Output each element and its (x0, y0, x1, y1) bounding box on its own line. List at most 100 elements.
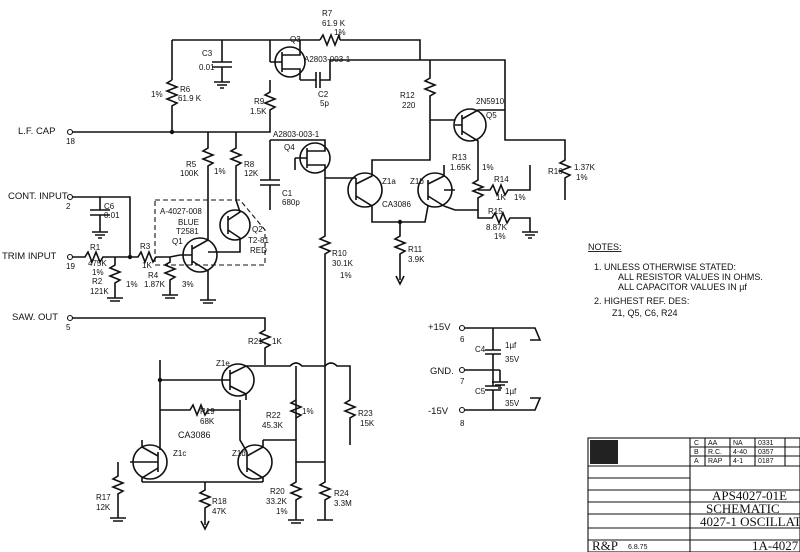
z1a-z1b-pair: Z1a Z1b CA3086 (325, 120, 455, 223)
r14-value: 1K (496, 193, 506, 202)
r16-label: R16 (548, 167, 563, 176)
c1-capacitor: C1 680p (260, 140, 300, 210)
saw-out: SAW. OUT 5 R21 1K (12, 312, 282, 365)
r5-label: R5 (186, 160, 197, 169)
r10-label: R10 (332, 249, 347, 258)
r16-tolerance: 1% (576, 173, 588, 182)
r7-label: R7 (322, 9, 333, 18)
r1-value: 475K (88, 259, 107, 268)
q5-transistor: 2N5910 Q5 (453, 97, 505, 152)
rev-b-c: 0357 (758, 449, 774, 456)
rev-a-letter: A (694, 458, 699, 465)
r6-value: 61.9 K (178, 94, 202, 103)
r8-value: 12K (244, 169, 259, 178)
q4-transistor: A2803-003-1 Q4 (270, 130, 331, 178)
r15-label: R15 (488, 207, 503, 216)
r17-value: 12K (96, 503, 111, 512)
q2-label: Q2 (252, 225, 263, 234)
z1e-label: Z1e (216, 359, 230, 368)
r8-label: R8 (244, 160, 255, 169)
r5-r8-resistors: R5 100K 1% R8 12K (180, 132, 259, 200)
lf-cap-pin: 18 (66, 137, 75, 146)
minus15-label: -15V (428, 406, 449, 417)
r21-value: 1K (272, 337, 282, 346)
q1-q2-matched-pair: A-4027-008 BLUE T2581 Q1 Q2 T2-81 RED (154, 195, 269, 304)
rev-c-letter: C (694, 440, 699, 447)
r14-tolerance: 1% (514, 193, 526, 202)
r23-label: R23 (358, 409, 373, 418)
note-1c: ALL CAPACITOR VALUES IN µf (618, 282, 747, 292)
ca3086-top-label: CA3086 (382, 200, 411, 209)
trim-input: TRIM INPUT 19 R1 475K 1% R3 1K R4 1.87K … (2, 242, 194, 302)
r15-value: 8.87K (486, 223, 508, 232)
footer-left: R&P (592, 538, 618, 552)
c3-capacitor: C3 0.01 (199, 40, 232, 89)
t281-label: T2-81 (248, 236, 269, 245)
saw-out-pin: 5 (66, 323, 71, 332)
rev-a-c: 0187 (758, 458, 774, 465)
z1d-label: Z1d (232, 449, 246, 458)
r5-value: 100K (180, 169, 199, 178)
r11-value: 3.9K (408, 255, 425, 264)
r20-label: R20 (270, 487, 285, 496)
r7-tolerance: 1% (334, 28, 346, 37)
r24-value: 3.3M (334, 499, 352, 508)
gnd-label: GND. (430, 366, 454, 377)
rev-c-a: AA (708, 440, 718, 447)
c6-value: 0.01 (104, 211, 120, 220)
ca3086-bottom-label: CA3086 (178, 430, 211, 440)
c2-value: 5p (320, 99, 329, 108)
bottom-resistors: R17 12K R18 47K R20 33.2K 1% R24 3.3M (96, 462, 352, 531)
rev-b-letter: B (694, 449, 699, 456)
r3-label: R3 (140, 242, 151, 251)
notes-block: NOTES: 1. UNLESS OTHERWISE STATED: ALL R… (588, 242, 763, 318)
rev-a-a: RAP (708, 458, 723, 465)
r21-label: R21 (248, 337, 263, 346)
c4-voltage: 35V (505, 355, 520, 364)
c6-label: C6 (104, 202, 115, 211)
rev-b-a: R.C. (708, 449, 722, 456)
note-2b: Z1, Q5, C6, R24 (612, 308, 678, 318)
company-logo (590, 440, 618, 464)
r10-r11-resistors: R10 30.1K 1% R11 3.9K (317, 178, 425, 470)
r19-resistor: R19 68K CA3086 (160, 400, 241, 440)
c3-label: C3 (202, 49, 213, 58)
z1c-label: Z1c (173, 449, 186, 458)
plus15-label: +15V (428, 322, 451, 333)
q3-transistor: Q3 A2803-003-1 (269, 35, 351, 80)
blue-label: BLUE (178, 218, 199, 227)
z1b-label: Z1b (410, 177, 424, 186)
lf-cap-input: L.F. CAP 18 (18, 126, 271, 146)
z1a-label: Z1a (382, 177, 396, 186)
q1q2-part: A-4027-008 (160, 207, 202, 216)
r5-tolerance: 1% (214, 167, 226, 176)
c5-voltage: 35V (505, 399, 520, 408)
r6-label: R6 (180, 85, 191, 94)
r9-resistor: R9 1.5K (250, 80, 278, 128)
r1-tolerance: 1% (92, 268, 104, 277)
drawing-number: APS4027-01E (712, 488, 787, 503)
r18-value: 47K (212, 507, 227, 516)
q3-label: Q3 (290, 35, 301, 44)
r15-tolerance: 1% (494, 232, 506, 241)
r13-value: 1.65K (450, 163, 472, 172)
c5-label: C5 (475, 387, 486, 396)
r11-label: R11 (408, 245, 423, 254)
c4-label: C4 (475, 345, 486, 354)
cont-input-label: CONT. INPUT (8, 191, 68, 202)
z1e-transistor: Z1e R23 15K (157, 359, 375, 450)
r16-value: 1.37K (574, 163, 596, 172)
c2-label: C2 (318, 90, 329, 99)
top-rail: R7 61.9 K 1% (171, 9, 421, 80)
r4-tolerance: 3% (182, 280, 194, 289)
r10-value: 30.1K (332, 259, 354, 268)
title-block: C AA NA 0331 B R.C. 4-40 0357 A RAP 4-1 … (587, 437, 800, 552)
r22-value: 45.3K (262, 421, 284, 430)
footer-sheet: 1A-4027 (752, 538, 799, 552)
gnd-pin: 7 (460, 377, 465, 386)
output-resistors: R13 1.65K 1% R14 1K 1% R16 1.37K 1% R15 … (443, 120, 596, 241)
r7-value: 61.9 K (322, 19, 346, 28)
note-1b: ALL RESISTOR VALUES IN OHMS. (618, 272, 763, 282)
trim-input-label: TRIM INPUT (2, 251, 57, 262)
r24-label: R24 (334, 489, 349, 498)
